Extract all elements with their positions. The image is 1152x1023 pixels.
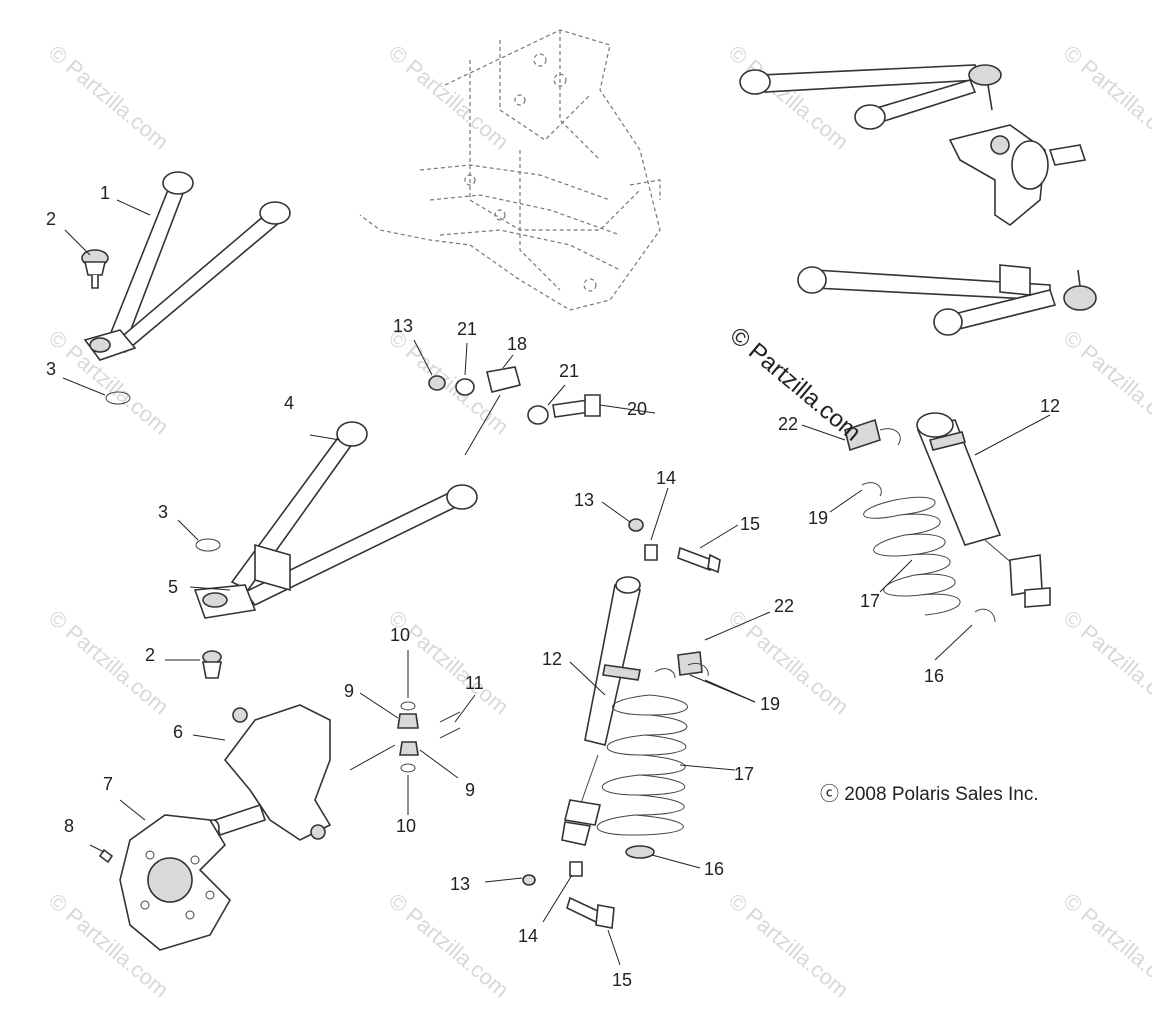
upper-a-arm-1 [83,171,291,361]
callout-13: 13 [450,874,470,894]
callout-21: 21 [457,319,477,339]
callout-8: 8 [64,816,74,836]
callout-16: 16 [924,666,944,686]
callout-3: 3 [46,359,56,379]
callout-5: 5 [168,577,178,597]
callout-15: 15 [612,970,632,990]
callout-4: 4 [284,393,294,413]
callout-21: 21 [559,361,579,381]
screw-8 [89,844,114,864]
shock-absorber-12-right [916,412,1051,608]
callout-7: 7 [103,774,113,794]
lower-a-arm-5 [193,421,478,619]
small-parts-center [522,518,721,929]
snap-ring-3-upper [105,391,131,405]
ball-joint-2-lower [202,650,222,679]
callout-9: 9 [344,681,354,701]
spindle-6 [206,704,332,841]
ball-joint-2-upper [81,249,109,289]
callout-12: 12 [1040,396,1060,416]
bushing-set-upper [428,366,601,456]
leader-lines [62,199,1051,966]
callout-14: 14 [518,926,538,946]
spring-17-center [596,694,688,836]
callout-16: 16 [704,859,724,879]
snap-ring-3-lower [195,538,221,552]
lower-a-arm-top-right [797,264,1097,336]
callout-20: 20 [627,399,647,419]
brake-rotor-7 [119,814,231,951]
spindle-top-right [948,124,1087,226]
callout-22: 22 [774,596,794,616]
callout-9: 9 [465,780,475,800]
callout-19: 19 [808,508,828,528]
callout-1: 1 [100,183,110,203]
callout-13: 13 [393,316,413,336]
small-parts-right [844,418,996,623]
callout-10: 10 [390,625,410,645]
callout-15: 15 [740,514,760,534]
callout-13: 13 [574,490,594,510]
callout-10: 10 [396,816,416,836]
callout-12: 12 [542,649,562,669]
callout-17: 17 [734,764,754,784]
shock-absorber-12-center [561,576,641,846]
callout-3: 3 [158,502,168,522]
callout-11: 11 [465,673,484,693]
callout-6: 6 [173,722,183,742]
callout-numbers: 1 2 3 4 3 5 2 6 7 8 13 21 18 21 20 10 9 … [46,183,1060,990]
callout-19: 19 [760,694,780,714]
callout-14: 14 [656,468,676,488]
callout-22: 22 [778,414,798,434]
callout-17: 17 [860,591,880,611]
spring-17-right [863,496,961,616]
callout-2: 2 [145,645,155,665]
copyright-notice: ⓒ 2008 Polaris Sales Inc. [820,784,1039,805]
upper-a-arm-top-right [739,64,1002,130]
hardware-9-10-11 [349,701,461,773]
callout-2: 2 [46,209,56,229]
callout-18: 18 [507,334,527,354]
frame-outline [359,29,661,311]
